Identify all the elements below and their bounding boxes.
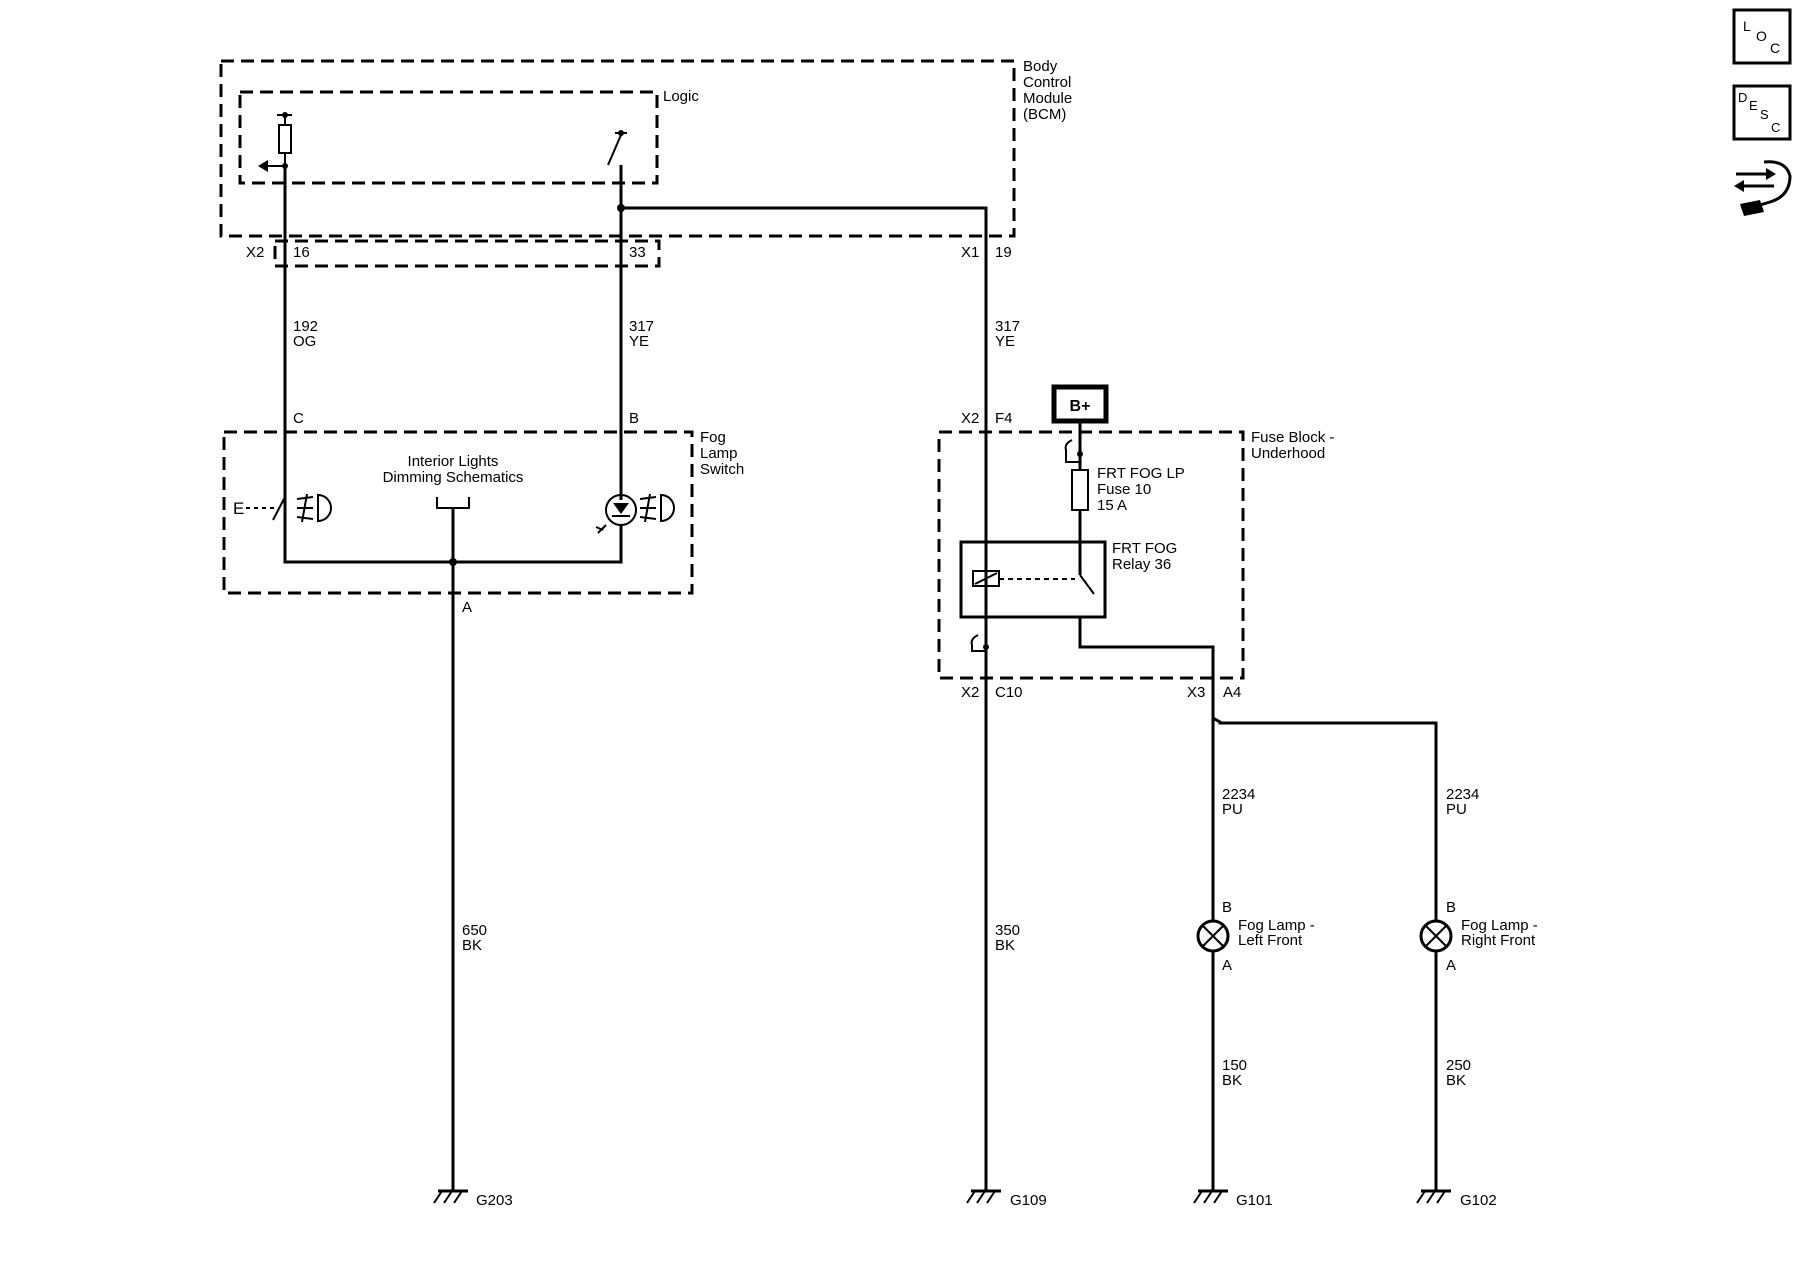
switch-pin-c-label: C bbox=[293, 410, 304, 427]
fog-switch-boundary bbox=[222, 430, 694, 595]
lamp-right-label: Fog Lamp -Right Front bbox=[1461, 917, 1538, 949]
bcm-x1-label: X1 bbox=[961, 244, 979, 261]
switch-pin-a-label: A bbox=[462, 599, 472, 616]
logic-boundary bbox=[238, 90, 659, 185]
indicator-led-icon bbox=[595, 494, 637, 534]
lf-pin-a-label: A bbox=[1222, 957, 1232, 974]
fog-lamp-left-front bbox=[1196, 919, 1230, 953]
ground-g203-label: G203 bbox=[476, 1192, 513, 1209]
relay-output-wire bbox=[1078, 617, 1438, 1190]
fog-lamp-symbol-right-icon bbox=[639, 493, 675, 523]
bcm-output-driver-icon bbox=[258, 112, 292, 172]
fb-x2-top-label: X2 bbox=[961, 410, 979, 427]
fuse-block-label: Fuse Block -Underhood bbox=[1251, 429, 1334, 462]
bcm-pin19-label: 19 bbox=[995, 244, 1012, 261]
fb-x2-bot-label: X2 bbox=[961, 684, 979, 701]
svg-text:C: C bbox=[1770, 40, 1780, 56]
battery-box bbox=[1051, 384, 1109, 424]
arrows-wrench-icon[interactable] bbox=[1734, 160, 1792, 216]
ground-g109-icon bbox=[966, 1189, 1001, 1204]
ground-g203-icon bbox=[433, 1189, 468, 1204]
rf-pin-b-label: B bbox=[1446, 899, 1456, 916]
svg-text:S: S bbox=[1760, 107, 1769, 122]
logic-label: Logic bbox=[663, 88, 699, 105]
bcm-pin16-label: 16 bbox=[293, 244, 310, 261]
dimming-connector-icon bbox=[436, 497, 470, 509]
bcm-boundary bbox=[219, 59, 1016, 238]
fb-f4-label: F4 bbox=[995, 410, 1013, 427]
switch-pin-b-label: B bbox=[629, 410, 639, 427]
fuse-block-ground-terminal-icon bbox=[970, 634, 989, 652]
bcm-pin33-label: 33 bbox=[629, 244, 646, 261]
fb-c10-label: C10 bbox=[995, 684, 1023, 701]
ground-g101-icon bbox=[1193, 1189, 1228, 1204]
relay-36 bbox=[959, 540, 1107, 619]
fog-lamp-right-front bbox=[1419, 919, 1453, 953]
rf-pin-a-label: A bbox=[1446, 957, 1456, 974]
splice-317 bbox=[617, 204, 625, 212]
desc-icon[interactable]: D E S C bbox=[1732, 84, 1792, 141]
relay-switch-icon bbox=[1079, 574, 1095, 595]
ground-g109-label: G109 bbox=[1010, 1192, 1047, 1209]
fb-x3-label: X3 bbox=[1187, 684, 1205, 701]
lf-pin-b-label: B bbox=[1222, 899, 1232, 916]
bcm-connector-boundary bbox=[273, 239, 661, 268]
battery-label: B+ bbox=[1070, 398, 1091, 415]
fog-switch-contact-icon: E bbox=[233, 496, 286, 521]
svg-text:E: E bbox=[233, 499, 244, 518]
fuse-block-boundary bbox=[937, 430, 1245, 680]
relay-coil-icon bbox=[972, 570, 1075, 587]
svg-text:D: D bbox=[1738, 90, 1747, 105]
loc-icon[interactable]: L O C bbox=[1732, 8, 1792, 65]
ground-g102-icon bbox=[1416, 1189, 1451, 1204]
svg-text:L: L bbox=[1743, 18, 1751, 34]
svg-text:C: C bbox=[1771, 120, 1780, 135]
fb-a4-label: A4 bbox=[1223, 684, 1241, 701]
ground-g101-label: G101 bbox=[1236, 1192, 1273, 1209]
ground-g102-label: G102 bbox=[1460, 1192, 1497, 1209]
svg-text:O: O bbox=[1756, 28, 1767, 44]
bcm-x2-label: X2 bbox=[246, 244, 264, 261]
wire-317-bcm-bus bbox=[621, 206, 988, 1190]
svg-text:E: E bbox=[1749, 98, 1758, 113]
lamp-left-label: Fog Lamp -Left Front bbox=[1238, 917, 1315, 949]
bcm-input-switch-icon bbox=[607, 130, 627, 166]
fog-lamp-symbol-icon bbox=[296, 493, 332, 523]
fuse-10 bbox=[1071, 469, 1089, 511]
fuse-block-terminal-icon bbox=[1064, 439, 1083, 463]
